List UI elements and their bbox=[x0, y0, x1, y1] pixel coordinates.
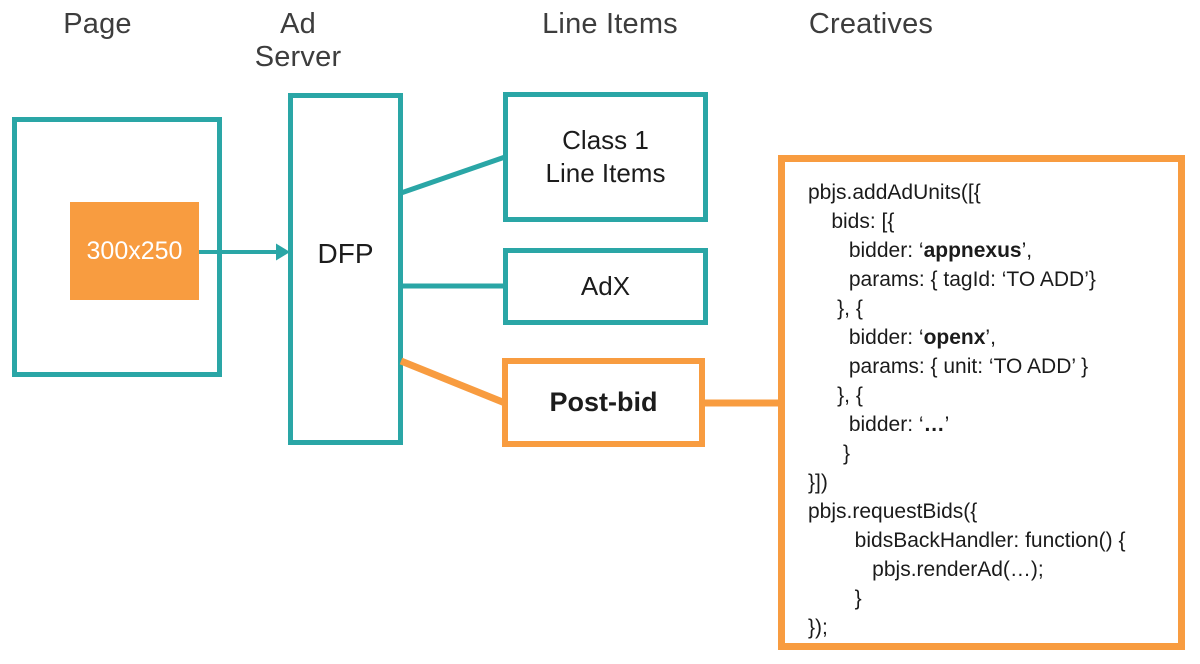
code-line: bidder: ‘…’ bbox=[808, 413, 950, 436]
code-line: bidder: ‘appnexus’, bbox=[808, 239, 1033, 262]
code-line: }); bbox=[808, 616, 828, 639]
code-line: } bbox=[808, 442, 851, 465]
code-line: params: { unit: ‘TO ADD’ } bbox=[808, 355, 1089, 378]
ad-slot-300x250: 300x250 bbox=[70, 202, 199, 300]
dfp-label: DFP bbox=[317, 238, 374, 269]
code-line: bidsBackHandler: function() { bbox=[808, 529, 1126, 552]
code-line: bidder: ‘openx’, bbox=[808, 326, 996, 349]
class1-label-line1: Class 1 bbox=[562, 125, 649, 155]
column-header-ad-server: Ad Server bbox=[254, 8, 342, 73]
adx-label: AdX bbox=[580, 271, 631, 301]
ad-slot-label: 300x250 bbox=[86, 236, 183, 265]
code-line: }]) bbox=[808, 471, 828, 494]
connector-dfp-postbid bbox=[399, 357, 507, 407]
code-line: pbjs.renderAd(…); bbox=[808, 558, 1044, 581]
column-header-page: Page bbox=[63, 8, 132, 40]
code-line: bids: [{ bbox=[808, 210, 895, 233]
column-header-creatives: Creatives bbox=[808, 8, 934, 40]
code-line: pbjs.requestBids({ bbox=[808, 500, 978, 523]
dfp-box: DFP bbox=[288, 93, 403, 445]
creatives-code-box: pbjs.addAdUnits([{ bids: [{ bidder: ‘app… bbox=[778, 155, 1185, 650]
code-block: pbjs.addAdUnits([{ bids: [{ bidder: ‘app… bbox=[785, 162, 1178, 642]
connector-dfp-class1 bbox=[400, 154, 506, 196]
code-line: } bbox=[808, 587, 862, 610]
code-line: params: { tagId: ‘TO ADD’} bbox=[808, 268, 1096, 291]
code-line: }, { bbox=[808, 297, 863, 320]
postbid-box: Post-bid bbox=[502, 358, 705, 447]
postbid-label: Post-bid bbox=[549, 387, 658, 417]
adx-box: AdX bbox=[503, 248, 708, 325]
code-line: }, { bbox=[808, 384, 863, 407]
class1-line-items-box: Class 1 Line Items bbox=[503, 92, 708, 222]
class1-label-line2: Line Items bbox=[545, 158, 666, 188]
column-header-line-items: Line Items bbox=[542, 8, 678, 40]
code-line: pbjs.addAdUnits([{ bbox=[808, 181, 981, 204]
